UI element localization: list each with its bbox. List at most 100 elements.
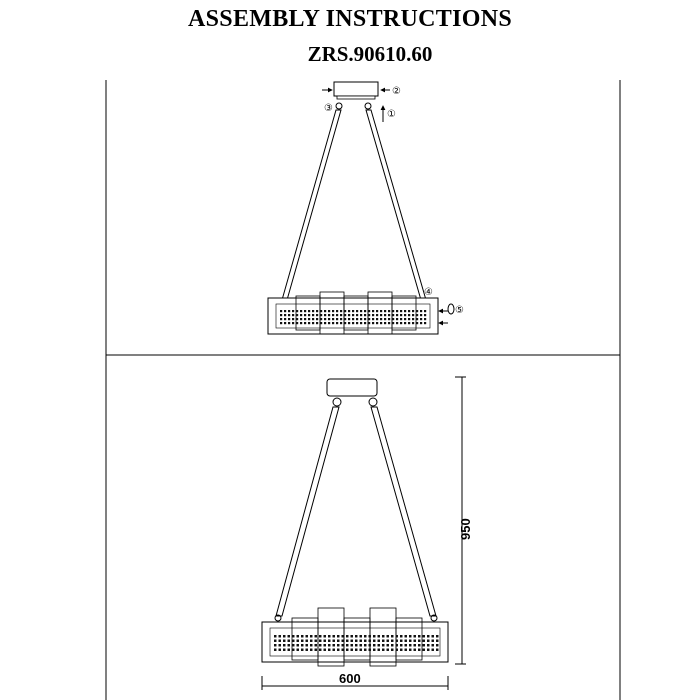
bottom-figure: 950 600 [261,376,473,690]
screw-icon [447,303,455,315]
crystal-dot [337,644,340,647]
crystal-dot [427,648,430,651]
crystal-dot [337,639,340,642]
crystal-dot [341,648,344,651]
crystal-dot [352,314,355,317]
crystal-dot [341,639,344,642]
crystal-dot [287,648,290,651]
crystal-dot [278,648,281,651]
crystal-dot [352,322,355,325]
crystal-dot [324,310,327,313]
crystal-dot [388,322,391,325]
crystal-dot [274,635,277,638]
crystal-dot [340,310,343,313]
crystal-dot [305,648,308,651]
crystal-dot [292,322,295,325]
crystal-dot [395,635,398,638]
crystal-dot [400,322,403,325]
crystal-dot [368,644,371,647]
rod-left-assembled [275,406,340,617]
dim-width-label: 600 [339,671,361,686]
crystal-dot [336,310,339,313]
crystal-dot [346,644,349,647]
crystal-dot [320,318,323,321]
crystal-dot [292,314,295,317]
crystal-dot [436,644,439,647]
crystal-dot [386,648,389,651]
crystal-dot [355,644,358,647]
crystal-dot [274,639,277,642]
crystal-dot [284,318,287,321]
crystal-dot [360,322,363,325]
crystal-dot [356,314,359,317]
crystal-dot [323,639,326,642]
crystal-dot [386,644,389,647]
crystal-dot [296,635,299,638]
crystal-dot [368,314,371,317]
crystal-dot [420,318,423,321]
crystal-dot [416,310,419,313]
rod-left [281,109,342,301]
crystal-dot [412,314,415,317]
crystal-dot [412,318,415,321]
crystal-dot [372,314,375,317]
crystal-dot [396,322,399,325]
crystal-dot [364,310,367,313]
crystal-dot [352,310,355,313]
crystal-dot [384,322,387,325]
crystal-dot [308,322,311,325]
crystal-dot [314,648,317,651]
crystal-dot [359,644,362,647]
callout-1: ① [387,109,396,120]
crystal-dot [388,310,391,313]
crystal-dot [312,322,315,325]
page-title: ASSEMBLY INSTRUCTIONS [188,6,512,32]
crystal-dot [359,635,362,638]
crystal-dot [292,644,295,647]
crystal-dot [274,648,277,651]
joint-left-assembled [274,614,282,622]
crystal-band-bottom [274,635,439,651]
callout-3: ③ [324,103,333,114]
crystal-dot [355,635,358,638]
crystal-dot [323,644,326,647]
crystal-dot [404,314,407,317]
crystal-dot [404,639,407,642]
crystal-dot [420,322,423,325]
crystal-dot [288,322,291,325]
crystal-band-top [280,310,427,325]
canopy-plate [336,95,376,100]
crystal-dot [422,648,425,651]
crystal-dot [287,635,290,638]
crystal-dot [319,644,322,647]
crystal-dot [404,310,407,313]
crystal-dot [336,314,339,317]
crystal-dot [319,648,322,651]
crystal-dot [364,314,367,317]
crystal-dot [413,648,416,651]
crystal-dot [408,314,411,317]
crystal-dot [319,635,322,638]
crystal-dot [377,639,380,642]
crystal-dot [308,314,311,317]
crystal-dot [431,635,434,638]
fixture-inner [275,303,431,329]
crystal-dot [380,310,383,313]
crystal-dot [436,635,439,638]
crystal-dot [324,322,327,325]
crystal-dot [310,635,313,638]
crystal-dot [284,310,287,313]
crystal-dot [400,318,403,321]
crystal-dot [368,322,371,325]
crystal-dot [422,644,425,647]
crystal-dot [380,314,383,317]
crystal-dot [296,644,299,647]
crystal-dot [350,635,353,638]
crystal-dot [431,639,434,642]
crystal-dot [400,639,403,642]
crystal-dot [301,635,304,638]
crystal-dot [284,314,287,317]
crystal-dot [292,639,295,642]
crystal-dot [314,635,317,638]
crystal-dot [348,322,351,325]
